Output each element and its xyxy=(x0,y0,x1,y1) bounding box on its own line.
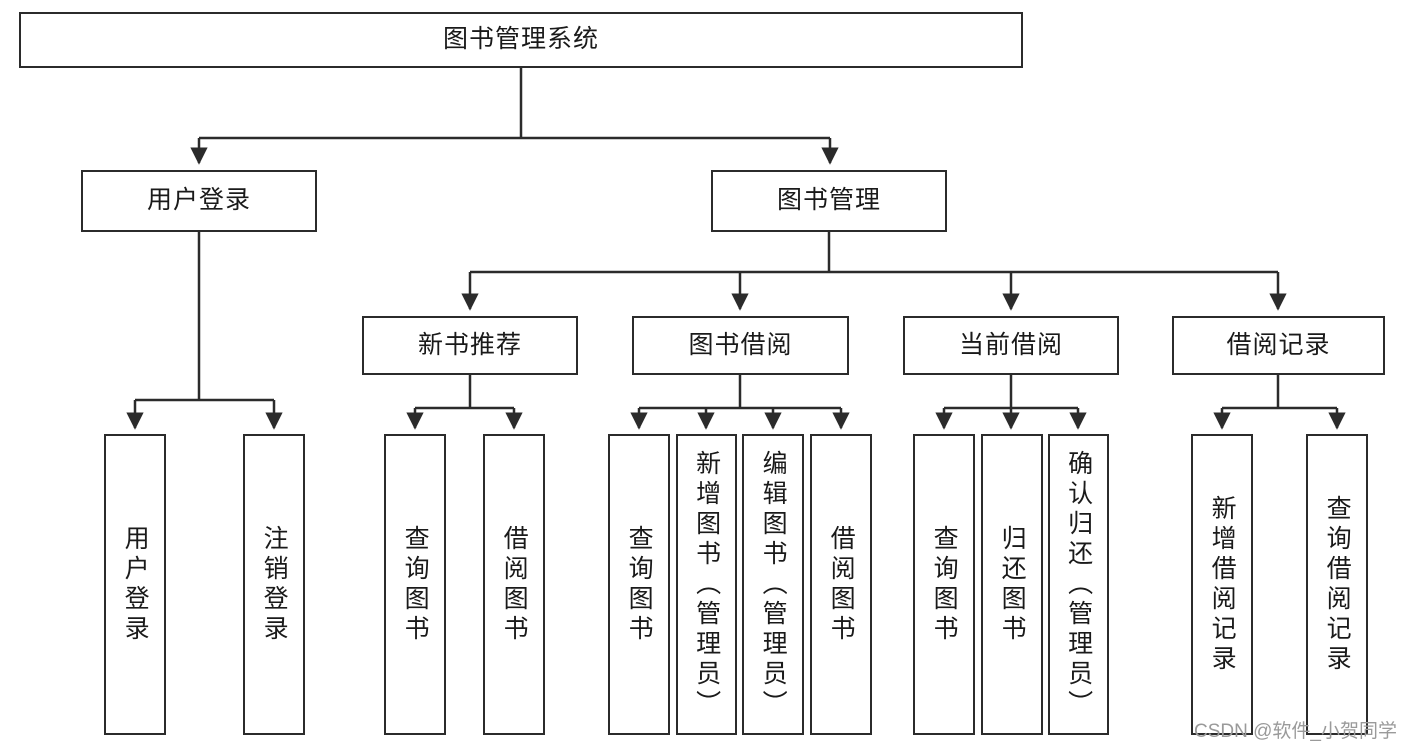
node-label: 借阅记录 xyxy=(1226,330,1331,359)
leaf-book-borrow-edit-book-admin[interactable]: 编辑图书（管理员） xyxy=(742,434,804,735)
node-label: 用户登录 xyxy=(146,186,251,215)
leaf-borrow-record-add-record[interactable]: 新增借阅记录 xyxy=(1191,434,1253,735)
node-label: 新增图书（管理员） xyxy=(692,449,721,720)
leaf-current-borrow-return-book[interactable]: 归还图书 xyxy=(981,434,1043,735)
node-label: 查询图书 xyxy=(401,524,430,645)
node-label: 归还图书 xyxy=(998,524,1027,645)
leaf-user-login-logout[interactable]: 注销登录 xyxy=(243,434,305,735)
leaf-current-borrow-query-book[interactable]: 查询图书 xyxy=(913,434,975,735)
node-root-book-management-system[interactable]: 图书管理系统 xyxy=(19,12,1023,68)
node-label: 图书借阅 xyxy=(688,330,793,359)
node-label: 图书管理 xyxy=(776,186,881,215)
node-current-borrow[interactable]: 当前借阅 xyxy=(903,316,1119,375)
leaf-borrow-record-query-record[interactable]: 查询借阅记录 xyxy=(1306,434,1368,735)
leaf-user-login-login[interactable]: 用户登录 xyxy=(104,434,166,735)
node-label: 图书管理系统 xyxy=(442,25,599,54)
node-label: 新书推荐 xyxy=(417,330,522,359)
node-borrow-record[interactable]: 借阅记录 xyxy=(1172,316,1385,375)
node-label: 确认归还（管理员） xyxy=(1064,449,1093,720)
leaf-current-borrow-confirm-return-admin[interactable]: 确认归还（管理员） xyxy=(1048,434,1109,735)
watermark: CSDN @软件_小贺同学 xyxy=(1194,721,1397,742)
leaf-book-borrow-add-book-admin[interactable]: 新增图书（管理员） xyxy=(676,434,737,735)
node-label: 当前借阅 xyxy=(958,330,1063,359)
leaf-new-book-borrow-book[interactable]: 借阅图书 xyxy=(483,434,545,735)
node-book-borrow[interactable]: 图书借阅 xyxy=(632,316,849,375)
node-label: 借阅图书 xyxy=(500,524,529,645)
node-user-login[interactable]: 用户登录 xyxy=(81,170,317,232)
node-new-book-recommend[interactable]: 新书推荐 xyxy=(362,316,578,375)
leaf-book-borrow-query-book[interactable]: 查询图书 xyxy=(608,434,670,735)
node-label: 查询借阅记录 xyxy=(1323,494,1352,675)
node-label: 注销登录 xyxy=(260,524,289,645)
node-label: 新增借阅记录 xyxy=(1208,494,1237,675)
node-label: 编辑图书（管理员） xyxy=(759,449,788,720)
leaf-book-borrow-borrow-book[interactable]: 借阅图书 xyxy=(810,434,872,735)
node-label: 查询图书 xyxy=(625,524,654,645)
node-book-management[interactable]: 图书管理 xyxy=(711,170,947,232)
node-label: 查询图书 xyxy=(930,524,959,645)
leaf-new-book-query-book[interactable]: 查询图书 xyxy=(384,434,446,735)
node-label: 借阅图书 xyxy=(827,524,856,645)
node-label: 用户登录 xyxy=(121,524,150,645)
